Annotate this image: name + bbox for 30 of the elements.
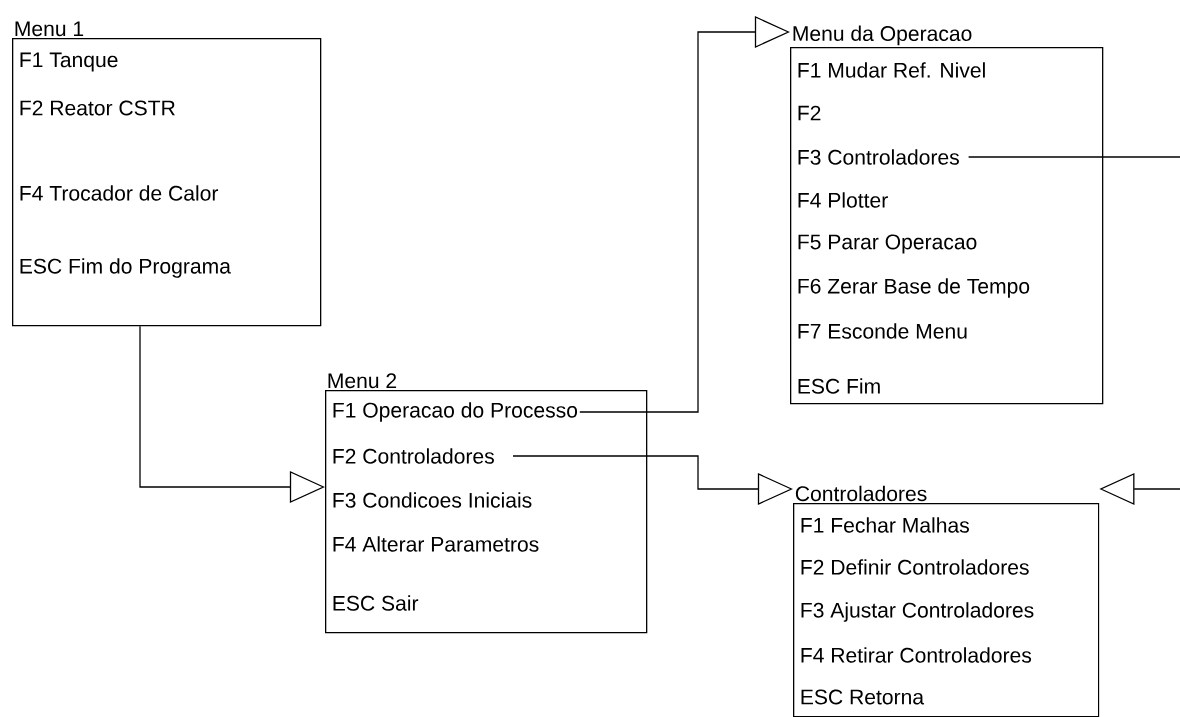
menu-item: F3 Condicoes Iniciais (333, 492, 532, 508)
menu-item: F6 Zerar Base de Tempo (798, 278, 1030, 298)
menu-item: F4 Plotter (798, 192, 888, 208)
menu-item: F7 Esconde Menu (798, 323, 967, 339)
connector-arrow (579, 16, 790, 413)
menu-item: F3 Controladores (798, 149, 959, 165)
menu-item: F2 (798, 105, 821, 121)
menu-item: ESC Fim (798, 378, 880, 394)
menu-item: F1 Tanque (20, 52, 118, 72)
menu-item: F1 Operacao do Processo (333, 402, 578, 422)
menu-item: F2 Reator CSTR (20, 100, 175, 116)
node-label: Menu 2 (328, 373, 397, 389)
menu-item: F3 Ajustar Controladores (801, 602, 1034, 622)
menu-item: ESC Fim do Programa (20, 258, 231, 278)
menu-item: F4 Alterar Parametros (333, 536, 539, 552)
node-label: Menu 1 (15, 21, 84, 37)
menu-item: F2 Definir Controladores (801, 559, 1029, 575)
connector-arrow (512, 455, 793, 505)
menu-item: ESC Retorna (801, 689, 925, 705)
menu-item: F1 Mudar Ref. Nivel (798, 62, 985, 78)
connector-arrow (139, 325, 325, 503)
node-label: Menu da Operacao (793, 25, 972, 46)
menu-item: F2 Controladores (333, 448, 494, 464)
menu-item: F4 Retirar Controladores (801, 647, 1032, 663)
menu-item: F1 Fechar Malhas (801, 517, 969, 533)
connector-line (967, 156, 1180, 158)
menu-item: ESC Sair (333, 595, 419, 611)
menu-item: F5 Parar Operacao (798, 234, 977, 254)
menu-item: F4 Trocador de Calor (20, 185, 219, 201)
node-label: Controladores (795, 485, 927, 502)
